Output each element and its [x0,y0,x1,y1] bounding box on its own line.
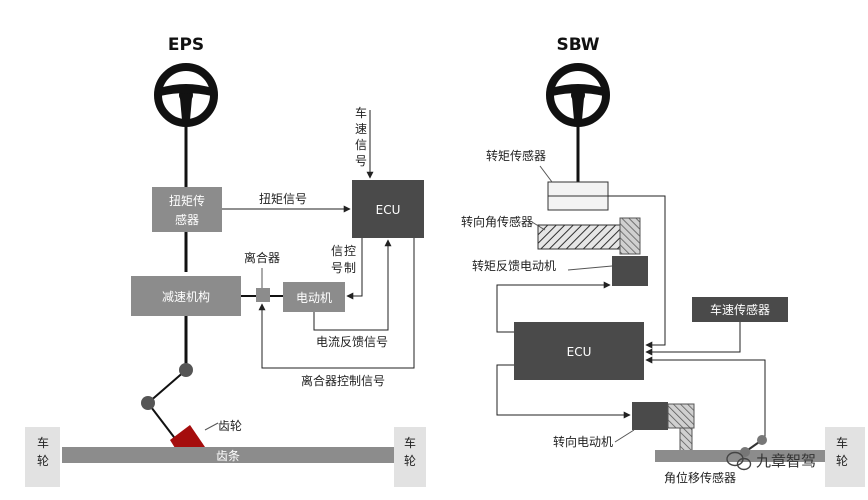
eps-reduction-gear-box [131,276,241,316]
eps-speed-signal-3: 信 [355,138,367,152]
eps-reduction-gear-label: 减速机构 [162,289,210,304]
eps-ecu-box [352,180,424,238]
eps-speed-signal-2: 速 [355,122,367,136]
eps-torque-sensor-label-2: 感器 [175,212,199,227]
eps-gear-label: 齿轮 [218,419,242,433]
sbw-title: SBW [556,35,599,55]
eps-clutch-control-label: 离合器控制信号 [301,373,385,388]
eps-left-wheel-box [25,427,60,487]
sbw-signal-lines [496,195,766,440]
sbw-ecu-box [514,322,644,380]
eps-title: EPS [168,35,204,55]
sbw-torque-sensor-box [547,181,609,197]
eps-speed-signal-1: 车 [355,105,367,120]
sbw-speed-sensor-label: 车速传感器 [710,302,770,317]
eps-right-wheel-box [394,427,426,487]
eps-motor-box [283,282,345,312]
eps-torque-sensor-box [152,187,222,232]
sbw-wheel-label-1: 车 [836,435,848,450]
eps-motor-label: 电动机 [296,291,332,305]
sbw-displacement-sensor-joint [740,435,767,457]
eps-torque-signal-label: 扭矩信号 [259,192,307,206]
watermark: 九章智驾 [726,451,816,471]
eps-rack-bar [62,447,394,463]
eps-control-signal-a1: 信 [331,244,343,258]
eps-right-wheel-label-1: 车 [404,435,416,450]
eps-steering-wheel-icon [154,63,218,127]
sbw-displacement-sensor-label: 角位移传感器 [664,470,736,485]
eps-speed-signal-4: 号 [355,154,367,168]
eps-torque-sensor-label-1: 扭矩传 [169,193,205,208]
eps-gear-shape [170,425,205,448]
eps-control-signal-a2: 号 [331,261,343,275]
wechat-logo-icon [726,451,752,471]
eps-left-wheel-label-1: 车 [37,435,49,450]
eps-right-wheel-label-2: 轮 [404,454,416,468]
sbw-speed-sensor-box [692,297,788,322]
watermark-text: 九章智驾 [756,452,816,470]
eps-control-signal-b1: 控 [344,244,356,258]
sbw-feedback-motor-box [612,256,648,286]
sbw-angle-sensor-box [537,224,621,250]
eps-current-feedback-label: 电流反馈信号 [316,335,388,349]
eps-clutch-label: 离合器 [244,250,280,265]
eps-clutch-box [256,288,270,302]
sbw-torque-sensor-label: 转矩传感器 [486,148,546,163]
eps-ecu-label: ECU [376,203,401,217]
eps-control-signal-b2: 制 [344,261,356,275]
sbw-steering-motor-label: 转向电动机 [553,434,613,449]
sbw-wheel-label-2: 轮 [836,454,848,468]
sbw-rack-bar [655,450,825,462]
eps-left-wheel-label-2: 轮 [37,454,49,468]
sbw-feedback-motor-label: 转矩反馈电动机 [472,258,556,273]
sbw-steering-wheel-icon [546,63,610,127]
eps-rack-label: 齿条 [216,449,240,463]
sbw-ecu-label: ECU [567,345,592,359]
sbw-wheel-box [825,427,865,487]
sbw-steering-motor-box [632,402,668,430]
sbw-angle-sensor-label: 转向角传感器 [461,214,533,229]
